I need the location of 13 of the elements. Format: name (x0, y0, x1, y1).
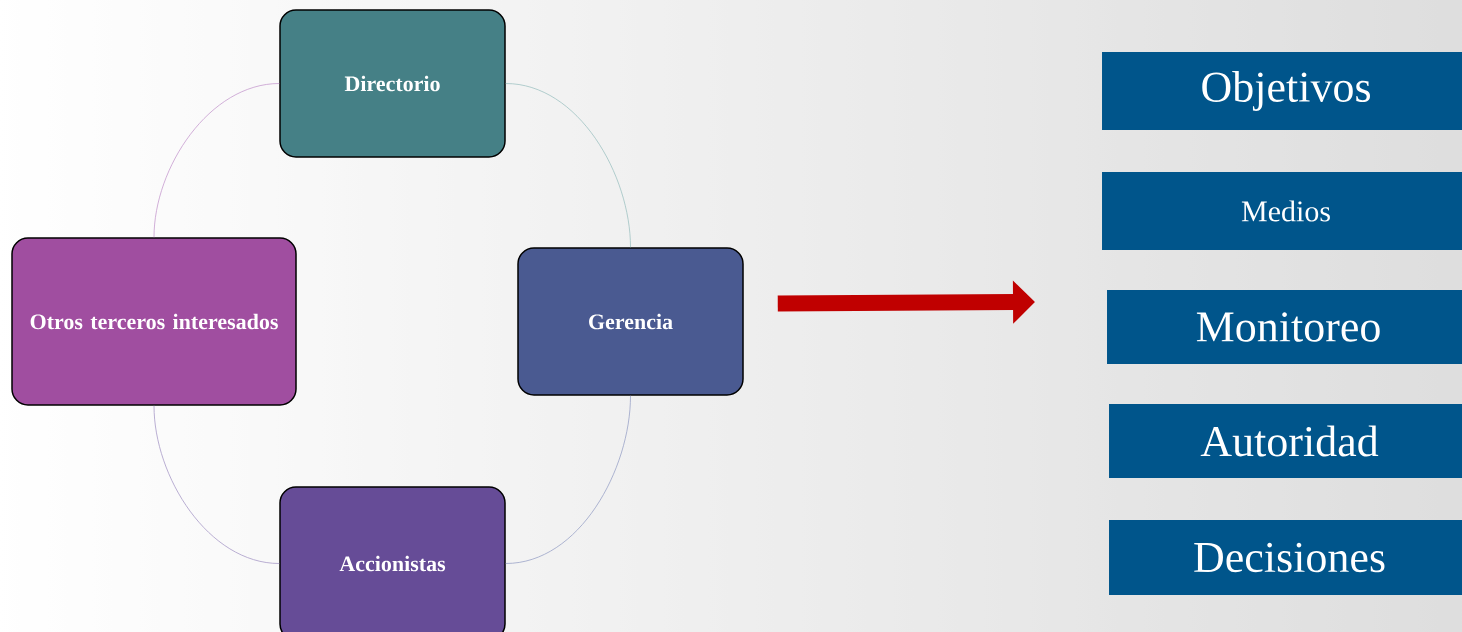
rounded-box: Otros terceros interesados (11, 237, 297, 406)
label-box: Autoridad (1109, 404, 1462, 478)
rounded-box: Gerencia (517, 247, 744, 396)
circle-arc (153, 405, 280, 564)
rounded-box: Accionistas (279, 486, 506, 632)
label-box: Medios (1102, 172, 1462, 250)
label-box: Decisiones (1109, 520, 1462, 595)
label-box: Monitoreo (1107, 290, 1462, 364)
circle-arc (505, 395, 631, 564)
label-box: Objetivos (1102, 52, 1462, 130)
circle-arc (153, 83, 280, 238)
circle-arc (505, 83, 631, 248)
rounded-box: Directorio (279, 9, 506, 158)
